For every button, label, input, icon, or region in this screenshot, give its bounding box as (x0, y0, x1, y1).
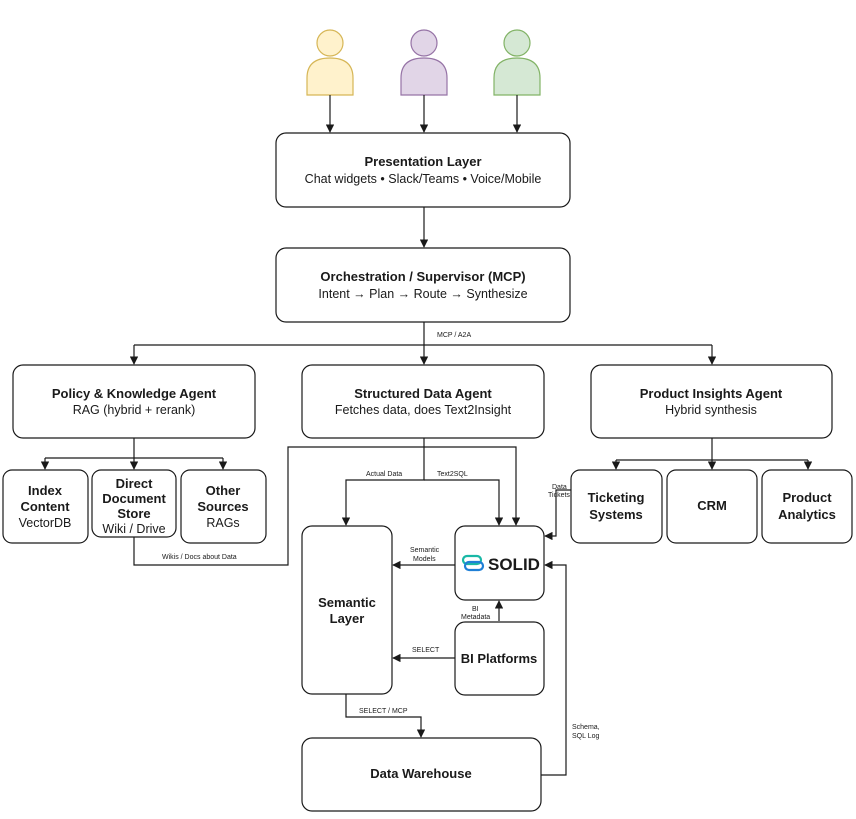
policy-agent-subtitle: RAG (hybrid + rerank) (73, 403, 196, 417)
product-agent-box: Product Insights Agent Hybrid synthesis (590, 364, 833, 439)
structured-agent-subtitle: Fetches data, does Text2Insight (335, 403, 512, 417)
presentation-subtitle: Chat widgets • Slack/Teams • Voice/Mobil… (305, 172, 542, 186)
label-tickets: Tickets (548, 492, 570, 499)
orchestration-title: Orchestration / Supervisor (MCP) (320, 269, 525, 284)
semantic-layer-box: Semantic Layer (301, 525, 393, 695)
analytics-title-1: Product (782, 490, 832, 505)
crm-title: CRM (697, 498, 727, 513)
product-analytics-box: Product Analytics (761, 469, 853, 544)
direct-store-title-1: Direct (116, 476, 154, 491)
analytics-title-2: Analytics (778, 507, 836, 522)
policy-agent-box: Policy & Knowledge Agent RAG (hybrid + r… (12, 364, 256, 439)
policy-agent-title: Policy & Knowledge Agent (52, 386, 217, 401)
label-select: SELECT (412, 647, 440, 654)
ticketing-systems-box: Ticketing Systems (570, 469, 663, 544)
semantic-layer-title-2: Layer (330, 611, 365, 626)
orchestration-subtitle: Intent → Plan → Route → Synthesize (318, 287, 527, 301)
direct-document-store-box: Direct Document Store Wiki / Drive (91, 469, 177, 538)
other-sources-title-2: Sources (197, 499, 248, 514)
edge-structured-to-semantic (341, 438, 425, 526)
user-green-icon (493, 29, 541, 96)
label-actual-data: Actual Data (366, 471, 402, 478)
other-sources-box: Other Sources RAGs (180, 469, 267, 544)
data-warehouse-title: Data Warehouse (370, 766, 471, 781)
product-agent-subtitle: Hybrid synthesis (665, 403, 757, 417)
label-models: Models (413, 556, 436, 563)
orchestration-box: Orchestration / Supervisor (MCP) Intent … (275, 247, 571, 323)
edge-wikis-to-solid (133, 446, 521, 566)
edge-tickets-to-solid (544, 489, 571, 541)
structured-agent-box: Structured Data Agent Fetches data, does… (301, 364, 545, 439)
label-metadata: Metadata (461, 614, 490, 621)
index-content-title-2: Content (20, 499, 70, 514)
index-content-title-1: Index (28, 483, 63, 498)
direct-store-title-2: Document (102, 491, 166, 506)
label-select-mcp: SELECT / MCP (359, 708, 408, 715)
user-purple-icon (400, 29, 448, 96)
label-mcp-a2a: MCP / A2A (437, 332, 471, 339)
product-agent-title: Product Insights Agent (640, 386, 783, 401)
label-schema: Schema, (572, 724, 600, 731)
presentation-title: Presentation Layer (364, 154, 481, 169)
user-yellow-icon (306, 29, 354, 96)
index-content-sub: VectorDB (19, 516, 72, 530)
crm-box: CRM (666, 469, 758, 544)
structured-agent-title: Structured Data Agent (354, 386, 492, 401)
label-semantic: Semantic (410, 547, 440, 554)
direct-store-sub: Wiki / Drive (102, 522, 165, 536)
solid-box: SOLID (454, 525, 545, 601)
ticketing-title-1: Ticketing (588, 490, 645, 505)
label-text2sql: Text2SQL (437, 471, 468, 478)
solid-logo-icon (461, 554, 485, 572)
edge-warehouse-to-solid (541, 560, 567, 776)
label-bi: BI (472, 606, 479, 613)
presentation-layer-box: Presentation Layer Chat widgets • Slack/… (275, 132, 571, 208)
label-data: Data (552, 484, 567, 491)
edges (40, 95, 813, 776)
edge-structured-to-solid (424, 479, 504, 526)
edge-labels: MCP / A2A Actual Data Text2SQL Data Tick… (162, 332, 600, 740)
ticketing-title-2: Systems (589, 507, 642, 522)
semantic-layer-title-1: Semantic (318, 595, 376, 610)
other-sources-sub: RAGs (206, 516, 239, 530)
bi-platforms-title: BI Platforms (461, 651, 538, 666)
other-sources-title-1: Other (206, 483, 241, 498)
direct-store-title-3: Store (117, 506, 150, 521)
edge-semantic-to-warehouse (345, 694, 426, 738)
index-content-box: Index Content VectorDB (2, 469, 89, 544)
label-wikis-docs: Wikis / Docs about Data (162, 554, 237, 561)
solid-label: SOLID (488, 555, 540, 574)
bi-platforms-box: BI Platforms (454, 621, 545, 696)
label-sql-log: SQL Log (572, 733, 599, 740)
data-warehouse-box: Data Warehouse (301, 737, 542, 812)
